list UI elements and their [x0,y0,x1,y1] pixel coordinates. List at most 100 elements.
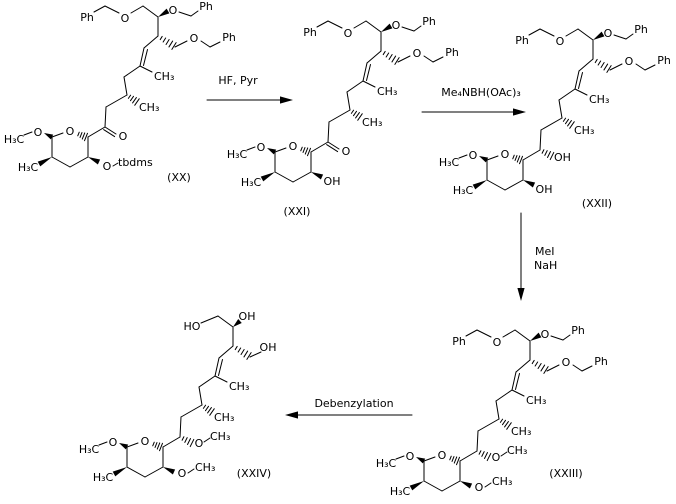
bond [203,437,211,443]
hash-bond [549,151,555,161]
bond [187,468,195,474]
bond [522,149,541,161]
hash-bond [537,363,542,369]
atom-label-o: O [103,160,112,173]
hash-bond [504,421,509,428]
hash-bond [544,150,548,156]
hash-bond [501,419,507,426]
bond [504,179,524,191]
bond [346,80,364,93]
bond [104,126,117,135]
reagent-label: Debenzylation [314,397,393,410]
atom-label-o: O [190,32,199,45]
bond [502,329,516,338]
bond [214,357,220,377]
bond [476,430,479,452]
wedge-bond [260,172,275,182]
wedge-bond [267,148,277,155]
reaction-arrow-hf-pyr: HF, Pyr [206,74,293,104]
hash-bond [165,39,170,45]
atom-label-ch3: CH₃ [589,93,609,106]
atom-label-ph: Ph [422,15,436,28]
atom-label-ch3: CH₃ [139,101,159,114]
atom-label-ch3: CH₃ [154,70,174,83]
bond [365,20,382,33]
atom-label-h3c: H₃C [79,443,100,456]
wedge-bond [112,467,127,477]
arrow-head-icon [280,96,293,104]
wedge-bond [119,443,129,450]
bond [198,386,203,406]
hash-bond [159,442,163,452]
bond [69,156,89,168]
bond [326,144,339,153]
atom-label-ch3: CH₃ [362,116,382,129]
bond [246,146,256,151]
hash-bond [594,58,598,64]
atom-label-o: O [257,141,266,154]
atom-label-o: O [501,148,510,161]
hash-bond [162,37,167,43]
atom-label-ch3: CH₃ [507,444,527,457]
atom-label-ph: Ph [445,46,459,59]
wedge-bond [472,180,487,190]
atom-label-o: O [413,47,422,60]
hash-bond [567,120,572,127]
bond [362,62,368,82]
bond [200,40,211,48]
hash-bond [357,113,363,121]
bond [143,35,159,49]
atom-label-o: O [141,435,150,448]
hash-bond [541,149,545,154]
hash-bond [453,456,458,464]
bond [144,466,164,478]
bond [423,480,443,492]
hash-bond [564,118,570,125]
atom-label-o: O [541,328,550,341]
bond [562,334,571,341]
atom-label-h3c: H₃C [241,176,262,189]
atom-label-o: O [392,19,401,32]
bond [514,329,531,342]
atom-label-o: O [493,336,502,349]
bond [484,482,492,488]
bond [274,147,287,153]
reagent-label: HF, Pyr [218,74,258,87]
bond [126,466,146,478]
bond [143,49,148,66]
hash-bond [597,60,602,66]
atom-label-o: O [604,27,613,40]
atom-label-h3c: H₃C [453,184,474,197]
bond [198,375,216,388]
hash-bond [394,57,400,65]
atom-label-h3c: H₃C [93,471,114,484]
hash-bond [388,54,393,60]
bond [581,365,593,372]
bond [105,94,128,108]
hash-bond [187,438,191,445]
atom-label-o: O [475,481,484,494]
hash-bond [77,131,80,137]
bond [366,64,371,81]
reaction-arrow-debenzylation: Debenzylation [285,397,413,419]
atom-label-oh: OH [324,175,341,188]
hash-bond [481,451,485,457]
bond [486,155,499,161]
hash-bond [352,110,358,117]
atom-label-ch3: CH₃ [574,124,594,137]
reagent-label: NaH [534,259,557,272]
hash-bond [506,422,512,430]
compound-label: (XXIII) [549,467,582,480]
bond [292,171,312,183]
hash-bond [516,155,521,163]
hash-bond [152,441,155,447]
atom-label-ch3: CH₃ [526,394,546,407]
wedge-bond [593,31,605,40]
bond [515,373,520,390]
bond [142,5,159,18]
bond [51,156,71,168]
hash-bond [132,97,137,104]
bond [103,129,116,138]
